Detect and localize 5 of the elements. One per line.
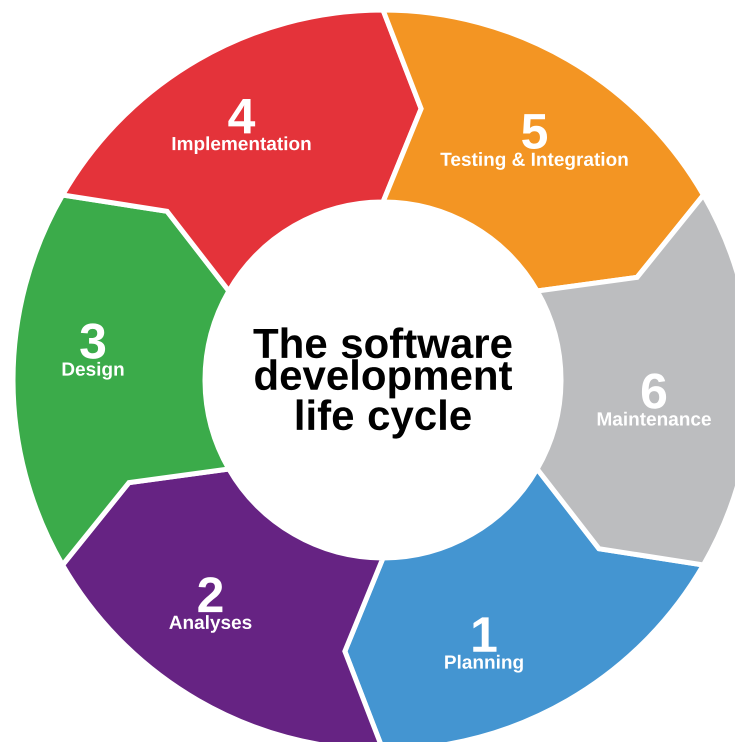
cycle-segment: 5 Testing & Integration bbox=[380, 8, 706, 294]
cycle-segment: 6 Maintenance bbox=[534, 192, 735, 568]
cycle-segment: 3 Design bbox=[10, 192, 232, 568]
cycle-segment: 4 Implementation bbox=[60, 8, 424, 294]
center-title: The software development life cycle bbox=[253, 327, 512, 439]
